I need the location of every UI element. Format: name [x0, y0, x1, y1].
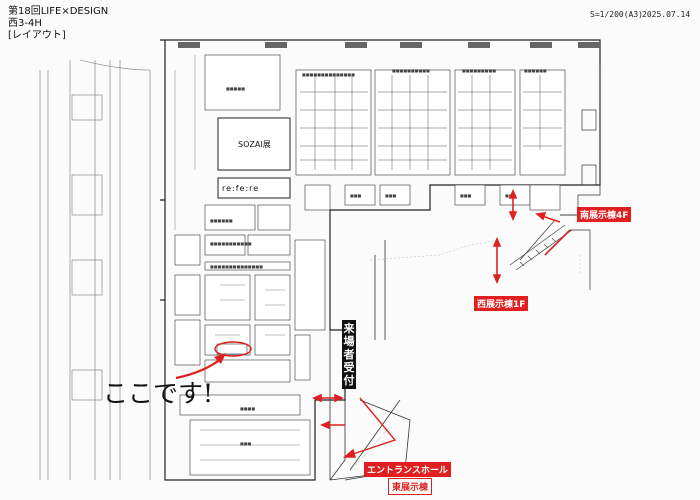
- refere-area: [217, 177, 291, 199]
- svg-text:■■■: ■■■: [385, 193, 397, 198]
- svg-text:■■■■■■■■■■■: ■■■■■■■■■■■: [210, 241, 252, 246]
- booth-rows-upper: [300, 75, 562, 170]
- svg-text:■■■■■■: ■■■■■■: [524, 68, 547, 73]
- layout-subtitle: [レイアウト]: [8, 30, 66, 41]
- svg-text:■■■■■■: ■■■■■■: [210, 218, 233, 223]
- entrance-hatch: [354, 428, 389, 466]
- booth-grid-upper: [295, 69, 566, 176]
- svg-text:■■■■: ■■■■: [240, 406, 255, 411]
- sozai-area: [217, 117, 291, 171]
- hall-name: 西3-4H: [8, 18, 42, 29]
- east-hall-label: 東展示棟: [388, 478, 433, 495]
- red-guide-arrows: [311, 188, 571, 458]
- here-arrowhead: [214, 353, 226, 364]
- booth-left-column: [174, 54, 561, 476]
- booth-left-dividers: [174, 55, 300, 461]
- reception-label: 来場者受付: [342, 320, 356, 389]
- svg-text:■■■■■■■■■■: ■■■■■■■■■■: [392, 68, 430, 73]
- svg-text:■■■■■: ■■■■■: [226, 86, 245, 91]
- here-callout: ここです!: [103, 379, 214, 408]
- dashed-guides: [369, 239, 581, 275]
- sozai-label: SOZAI展: [238, 140, 271, 149]
- svg-text:■■■■■■■■■■■■■■: ■■■■■■■■■■■■■■: [210, 264, 263, 269]
- svg-text:■■■: ■■■: [240, 441, 252, 446]
- scale-text: S=1/200(A3): [590, 10, 643, 19]
- header: 第18回LIFE×DESIGN 西3-4H [レイアウト]: [8, 6, 108, 42]
- west-hall-label: 西展示棟1F: [474, 296, 529, 311]
- target-highlight-ellipse: [214, 341, 252, 357]
- refere-label: re:fe:re: [222, 184, 259, 193]
- top-columns: [178, 42, 600, 48]
- entrance-hall-label: エントランスホール: [364, 462, 451, 477]
- target-booth: [216, 343, 248, 355]
- svg-text:■■■: ■■■: [350, 193, 362, 198]
- svg-text:■■■■■■■■■■■■■■: ■■■■■■■■■■■■■■: [302, 72, 355, 77]
- left-building: [39, 59, 151, 480]
- south-hall-label: 南展示棟4F: [577, 207, 632, 222]
- svg-text:■■■: ■■■: [460, 193, 472, 198]
- event-title: 第18回LIFE×DESIGN: [8, 6, 109, 17]
- date-text: 2025.07.14: [642, 10, 691, 19]
- walkway-south: [509, 224, 573, 271]
- svg-text:■■■■■■■■■: ■■■■■■■■■: [462, 68, 496, 73]
